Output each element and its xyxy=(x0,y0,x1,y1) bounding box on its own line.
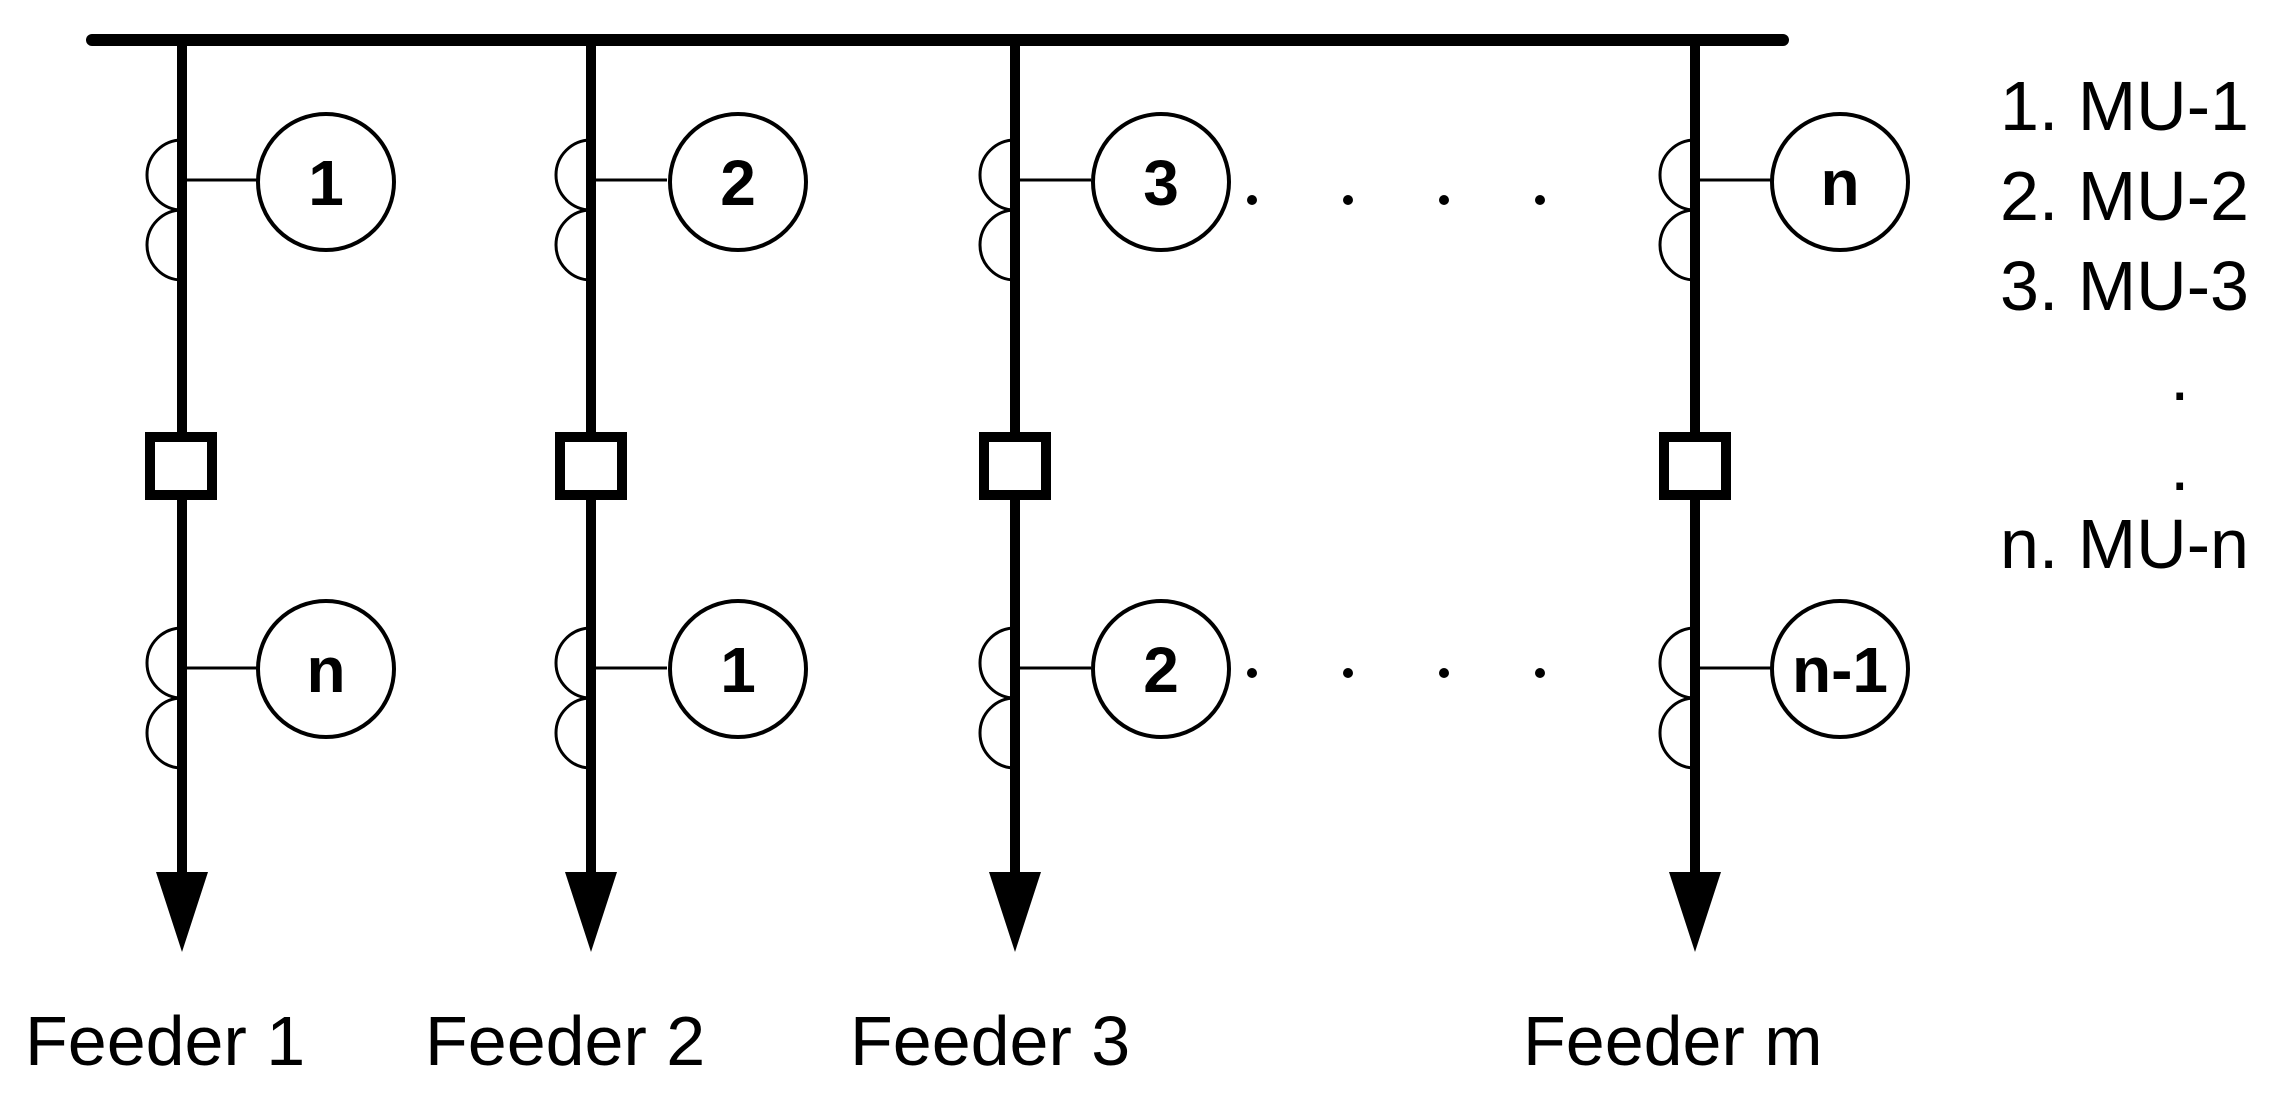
legend-item: 2. MU-2 xyxy=(2000,157,2249,235)
mu-circle-bottom: n-1 xyxy=(1770,599,1910,739)
mu-circle-top: 2 xyxy=(668,112,808,252)
mu-circle-bottom: 1 xyxy=(668,599,808,739)
mu-label-top: 2 xyxy=(720,147,756,219)
feeder-label: Feeder m xyxy=(1523,1002,1823,1080)
arrow-head xyxy=(156,872,208,952)
current-transformer-bottom xyxy=(145,626,258,770)
feeder-1: 1 n Feeder 1 xyxy=(25,40,396,1080)
feeder-label: Feeder 3 xyxy=(850,1002,1130,1080)
mu-label-top: n xyxy=(1820,147,1859,219)
mu-circle-bottom: n xyxy=(256,599,396,739)
mu-circle-bottom: 2 xyxy=(1091,599,1231,739)
mu-label-bottom: 2 xyxy=(1143,634,1179,706)
mu-label-top: 3 xyxy=(1143,147,1179,219)
feeder-label: Feeder 1 xyxy=(25,1002,305,1080)
arrow-head xyxy=(989,872,1041,952)
feeder-3: 3 2 Feeder 3 xyxy=(850,40,1231,1080)
feeder-m: n n-1 Feeder m xyxy=(1523,40,1910,1080)
legend-item: 1. MU-1 xyxy=(2000,67,2249,145)
circuit-breaker xyxy=(1659,432,1731,500)
arrow-head xyxy=(565,872,617,952)
legend-item: n. MU-n xyxy=(2000,505,2249,583)
mu-label-bottom: n-1 xyxy=(1792,634,1888,706)
mu-circle-top: n xyxy=(1770,112,1910,252)
current-transformer-top xyxy=(554,138,667,282)
current-transformer-top xyxy=(145,138,258,282)
mu-circle-top: 1 xyxy=(256,112,396,252)
current-transformer-top xyxy=(978,138,1091,282)
circuit-breaker xyxy=(555,432,627,500)
feeder-2: 2 1 Feeder 2 xyxy=(425,40,808,1080)
circuit-breaker xyxy=(145,432,217,500)
current-transformer-bottom xyxy=(978,626,1091,770)
legend-item: . xyxy=(2170,427,2189,505)
current-transformer-bottom xyxy=(1658,626,1771,770)
arrow-head xyxy=(1669,872,1721,952)
current-transformer-top xyxy=(1658,138,1771,282)
mu-label-bottom: n xyxy=(306,634,345,706)
legend-item: . xyxy=(2170,337,2189,415)
legend-item: 3. MU-3 xyxy=(2000,247,2249,325)
legend: 1. MU-1 2. MU-2 3. MU-3 . . n. MU-n xyxy=(2000,67,2249,583)
mu-label-bottom: 1 xyxy=(720,634,756,706)
mu-circle-top: 3 xyxy=(1091,112,1231,252)
current-transformer-bottom xyxy=(554,626,667,770)
mu-label-top: 1 xyxy=(308,147,344,219)
ellipsis-top xyxy=(1247,195,1545,205)
ellipsis-bottom xyxy=(1247,668,1545,678)
feeder-label: Feeder 2 xyxy=(425,1002,705,1080)
circuit-breaker xyxy=(979,432,1051,500)
